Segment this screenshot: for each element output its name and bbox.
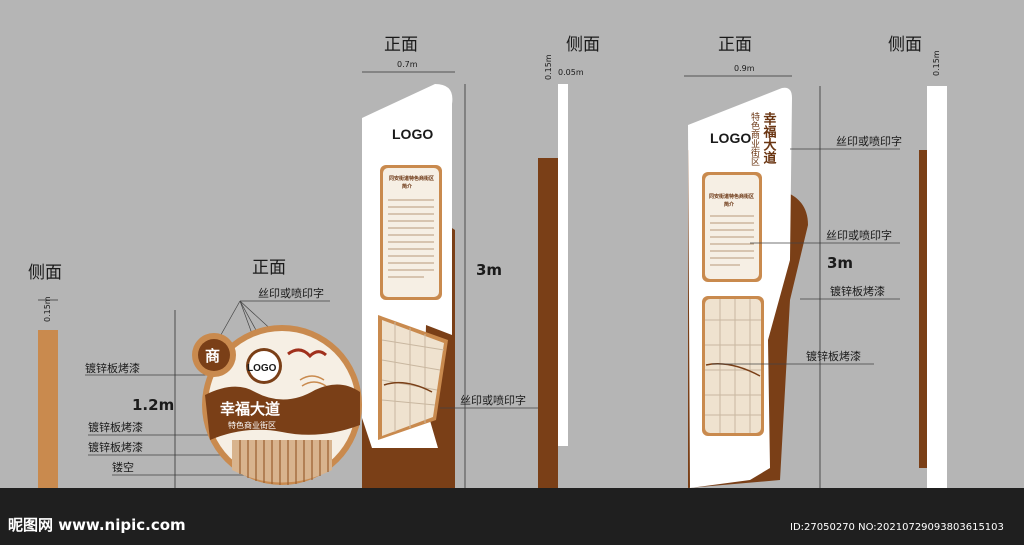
ground-band	[0, 488, 1024, 545]
dim-015-mid: 0.15m	[544, 54, 553, 80]
front-view-label-right: 正面	[718, 35, 752, 55]
round-sign-subtitle: 特色商业街区	[228, 420, 276, 430]
flourish-decoration	[287, 348, 327, 359]
dim-09: 0.9m	[734, 64, 755, 73]
dim-005: 0.05m	[558, 68, 584, 77]
side-view-label-3: 侧面	[888, 35, 922, 55]
round-sign-logo: LOGO	[247, 363, 277, 374]
side-view-label-2: 侧面	[566, 35, 600, 55]
title-band	[205, 384, 360, 440]
footer-brand: 昵图网 www.nipic.com	[8, 516, 186, 534]
mid-map-grid	[381, 322, 445, 432]
dim-3m-right: 3m	[827, 254, 853, 272]
front-view-label-small: 正面	[252, 258, 286, 278]
callout-galvanized-1: 镀锌板烤漆	[85, 361, 140, 375]
hollow-slat-pattern	[232, 440, 332, 485]
right-intro-title-1: 同安街道特色商街区	[709, 193, 754, 200]
callout-silk-print-mid: 丝印或喷印字	[460, 393, 526, 407]
mid-sign-logo: LOGO	[392, 126, 433, 142]
right-side-white-panel	[927, 86, 947, 488]
callout-galvanized-2: 镀锌板烤漆	[88, 420, 143, 434]
right-sign-title: 幸福大道	[761, 111, 778, 165]
right-sign-subtitle: 特色商业街区	[749, 111, 760, 166]
side-view-label-1: 侧面	[28, 263, 62, 283]
callout-galvanized-3: 镀锌板烤漆	[88, 440, 143, 454]
dim-3m-mid: 3m	[476, 261, 502, 279]
callout-silk-print-small: 丝印或喷印字	[258, 286, 324, 300]
mid-intro-title-2: 简介	[402, 183, 413, 190]
right-intro-text-lines	[710, 215, 754, 266]
dim-12: 1.2m	[132, 396, 174, 414]
leader-line	[217, 300, 241, 341]
callout-galvanized-right-1: 镀锌板烤漆	[830, 284, 885, 298]
mid-intro-title-1: 同安街道特色商街区	[389, 175, 434, 182]
dim-015-small: 0.15m	[43, 296, 52, 322]
right-sign-logo: LOGO	[710, 130, 751, 146]
callout-silk-print-right-1: 丝印或喷印字	[836, 134, 902, 148]
round-sign-front: 幸福大道 特色商业街区 商 LOGO	[192, 325, 362, 485]
callout-galvanized-right-2: 镀锌板烤漆	[806, 349, 861, 363]
right-intro-title-2: 简介	[724, 201, 735, 208]
mid-intro-text-lines	[388, 199, 434, 278]
dim-015-right: 0.15m	[932, 50, 941, 76]
footer-id: ID:27050270 NO:20210729093803615103	[790, 522, 1004, 533]
round-sign-title: 幸福大道	[220, 400, 280, 418]
callout-hollow: 镂空	[112, 460, 134, 474]
front-view-label-mid: 正面	[384, 35, 418, 55]
right-map-grid	[705, 299, 761, 433]
mid-side-white-panel	[558, 84, 568, 446]
small-sign-side-board	[38, 330, 58, 488]
mid-map-panel	[382, 320, 444, 436]
right-side-brown-strip	[919, 150, 927, 468]
seal-character: 商	[205, 347, 220, 365]
tall-sign-front-right: 同安街道特色商街区 简介	[688, 87, 808, 488]
mid-side-brown-post	[538, 158, 558, 488]
dim-07: 0.7m	[397, 60, 418, 69]
tall-sign-front-mid: 同安街道特色商街区 简介	[362, 84, 455, 488]
callout-silk-print-right-2: 丝印或喷印字	[826, 228, 892, 242]
